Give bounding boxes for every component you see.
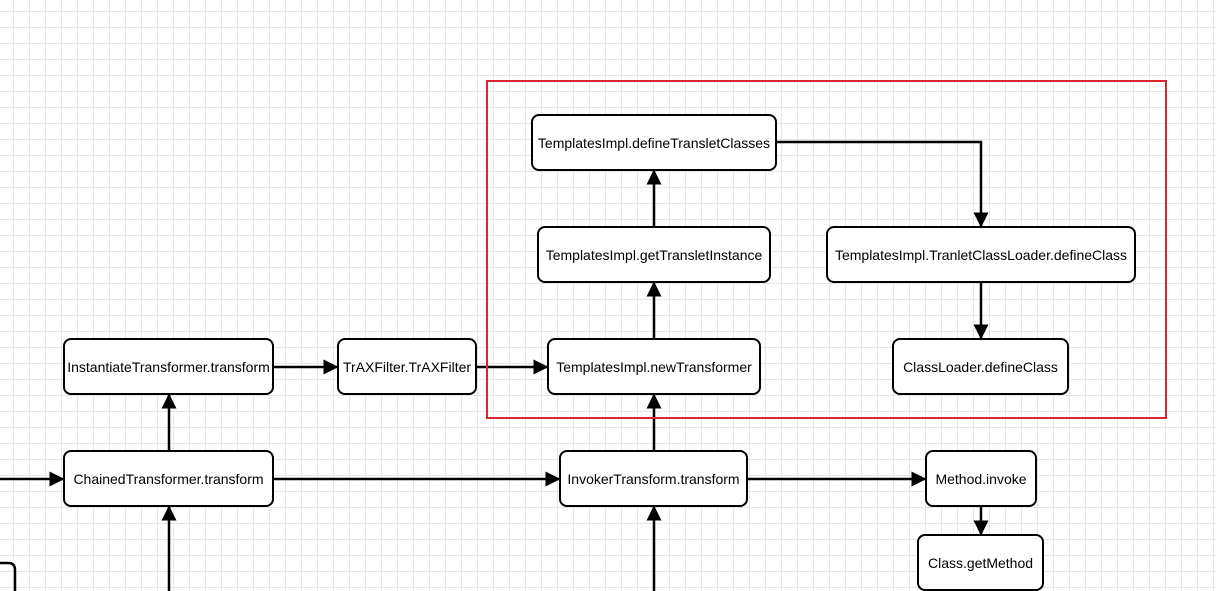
arrow-define-translet-classes-to-tranlet-classloader (776, 140, 989, 228)
node-method-invoke[interactable]: Method.invoke (925, 450, 1037, 507)
node-class-get-method[interactable]: Class.getMethod (917, 534, 1044, 591)
node-trax-filter[interactable]: TrAXFilter.TrAXFilter (337, 338, 477, 395)
node-instantiate-transformer-transform[interactable]: InstantiateTransformer.transform (63, 338, 274, 395)
node-templates-get-translet-instance[interactable]: TemplatesImpl.getTransletInstance (537, 226, 771, 283)
node-templates-define-translet-classes[interactable]: TemplatesImpl.defineTransletClasses (531, 114, 777, 171)
node-tranlet-classloader-define-class[interactable]: TemplatesImpl.TranletClassLoader.defineC… (826, 226, 1136, 283)
node-classloader-define-class[interactable]: ClassLoader.defineClass (892, 338, 1069, 395)
node-templates-new-transformer[interactable]: TemplatesImpl.newTransformer (547, 338, 761, 395)
node-chained-transformer-transform[interactable]: ChainedTransformer.transform (63, 450, 274, 507)
arrow-loop-to-chained-transformer (0, 507, 169, 591)
highlight-frame (486, 80, 1167, 419)
node-invoker-transform-transform[interactable]: InvokerTransform.transform (559, 450, 748, 507)
